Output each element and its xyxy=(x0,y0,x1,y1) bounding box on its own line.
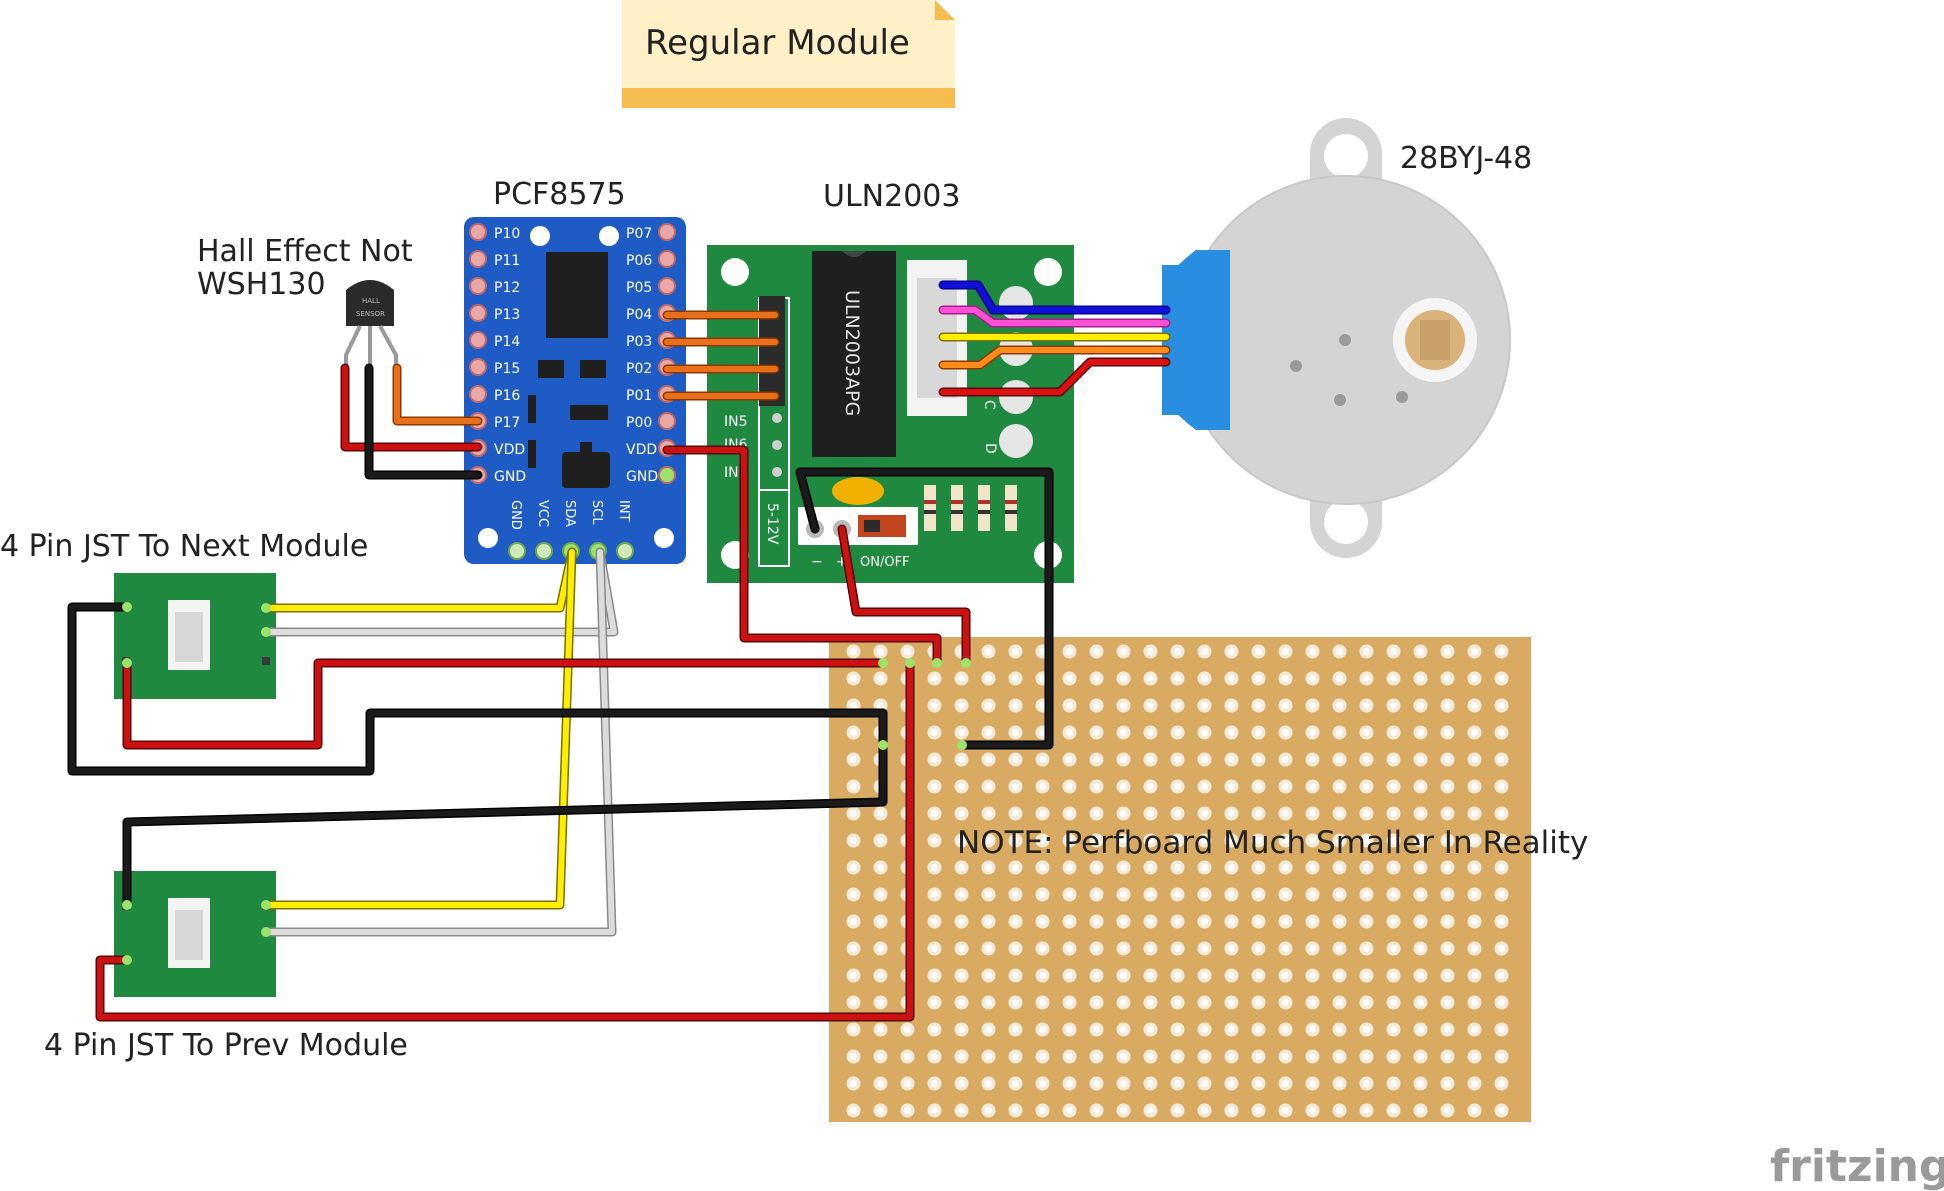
motor-label: 28BYJ-48 xyxy=(1400,141,1532,176)
jst-prev-label: 4 Pin JST To Prev Module xyxy=(44,1028,408,1063)
jst-next-label: 4 Pin JST To Next Module xyxy=(0,529,368,564)
pcf-pin-label: P06 xyxy=(626,253,652,269)
wire-jst-next-gnd xyxy=(69,604,886,800)
pcf-pin-label: VDD xyxy=(494,442,525,458)
wire-pcf-vdd xyxy=(664,447,940,666)
pcf-bottom-pin-label: INT xyxy=(616,500,631,522)
capacitor xyxy=(832,477,884,505)
power-minus-label: − xyxy=(811,554,823,570)
wire-hall-out xyxy=(394,365,481,424)
pcf-pin-label: GND xyxy=(494,469,526,485)
hall-body-label-1: HALL xyxy=(362,297,380,305)
pcf-pin-label: P16 xyxy=(494,388,520,404)
pcf-pin-label: P05 xyxy=(626,280,652,296)
uln-label: ULN2003 xyxy=(823,179,960,214)
pcf-pin-label: P01 xyxy=(626,388,652,404)
pcf-pin-pad xyxy=(658,412,676,430)
perfboard-note: NOTE: Perfboard Much Smaller In Reality xyxy=(957,825,1588,861)
pcf-pin-pad xyxy=(658,250,676,268)
pcf-pin-label: P11 xyxy=(494,253,520,269)
perfboard xyxy=(829,637,1531,1124)
pcf-pin-label: GND xyxy=(626,469,658,485)
pcf-pin-label: P00 xyxy=(626,415,652,431)
pcf-pin-label: P12 xyxy=(494,280,520,296)
fritzing-logo: fritzing xyxy=(1770,1141,1944,1191)
led-c xyxy=(999,380,1033,414)
pcf-pin-pad xyxy=(469,277,487,295)
note-card: Regular Module xyxy=(622,0,955,108)
pcf-pin-pad xyxy=(616,542,634,560)
wire-hall-gnd xyxy=(366,365,481,478)
pcf-pin-label: P15 xyxy=(494,361,520,377)
led-d-label: D xyxy=(982,443,998,454)
resistor-array xyxy=(924,485,1017,531)
pcf-pin-pad xyxy=(469,331,487,349)
mount-hole-bottom xyxy=(1324,500,1368,544)
pcf-pin-label: P04 xyxy=(626,307,652,323)
in5-label: IN5 xyxy=(724,414,748,430)
pcf-pin-pad xyxy=(469,223,487,241)
wire-jst-prev-vcc xyxy=(97,660,913,1020)
jst-prev-board xyxy=(114,871,276,997)
wire-sda-prev xyxy=(263,549,575,908)
wire-hall-vdd xyxy=(342,365,481,450)
pcf-pin-pad xyxy=(469,304,487,322)
uln-chip-label: ULN2003APG xyxy=(841,290,863,416)
pcf-pin-pad xyxy=(469,385,487,403)
pcf-pin-label: VDD xyxy=(626,442,657,458)
pcf8575-board xyxy=(464,217,686,564)
pcf-bottom-pin-label: SCL xyxy=(589,500,604,525)
hall-label-line1: Hall Effect Not xyxy=(197,234,413,269)
pcf-pin-label: P02 xyxy=(626,361,652,377)
pcf-chip xyxy=(546,252,608,338)
pcf-bottom-pin-label: GND xyxy=(508,500,523,530)
led-c-label: C xyxy=(981,400,997,410)
wires xyxy=(67,280,1171,1022)
pcf-pin-label: P17 xyxy=(494,415,520,431)
pcf-pin-label: P14 xyxy=(494,334,520,350)
pcf-pin-pad xyxy=(508,542,526,560)
pcf-pin-pad xyxy=(469,250,487,268)
mount-hole-top xyxy=(1324,134,1368,178)
note-title: Regular Module xyxy=(645,23,910,63)
jst-next-board xyxy=(114,573,276,699)
pcf-pin-pad xyxy=(658,277,676,295)
pcf-pin-label: P10 xyxy=(494,226,520,242)
hall-body-label-2: SENSOR xyxy=(356,310,385,318)
wire-uln-minus xyxy=(797,469,1052,748)
pcf-bottom-pin-label: VCC xyxy=(535,500,550,527)
pcf-pin-label: P07 xyxy=(626,226,652,242)
uln-chip xyxy=(812,251,896,457)
power-plus-label: + xyxy=(836,554,848,570)
pcf-label: PCF8575 xyxy=(493,177,626,212)
wire-motor-red xyxy=(940,359,1169,395)
pcf-pin-pad xyxy=(535,542,553,560)
wire-jst-next-vcc xyxy=(124,660,886,748)
pcf-pin-pad xyxy=(658,223,676,241)
wire-motor-orange xyxy=(940,347,1169,368)
wire-uln-plus xyxy=(839,526,969,666)
wire-jst-prev-gnd xyxy=(124,742,886,908)
wire-motor-blue xyxy=(940,282,1169,313)
wire-scl-prev xyxy=(263,549,615,935)
uln2003-board: ULN2003APG C D IN5 IN6 IN7 5-12V − + ON/… xyxy=(707,245,1074,583)
pcf-pin-label: P13 xyxy=(494,307,520,323)
onoff-label: ON/OFF xyxy=(860,555,910,570)
pcf-pin-pad xyxy=(469,358,487,376)
pcf-bottom-pin-label: SDA xyxy=(562,500,577,527)
pcf-pin-label: P03 xyxy=(626,334,652,350)
wire-endpoints xyxy=(122,602,971,965)
hall-sensor: HALL SENSOR xyxy=(344,280,398,366)
wire-motor-pink xyxy=(940,307,1169,326)
hall-label-line2: WSH130 xyxy=(197,267,326,302)
pcf-pin-pad xyxy=(658,466,676,484)
voltage-label: 5-12V xyxy=(764,503,780,545)
pcf-bottom-pin-row: GND VCC SDA SCL INT xyxy=(508,500,634,560)
stepper-motor xyxy=(1162,118,1511,558)
led-d xyxy=(999,424,1033,458)
